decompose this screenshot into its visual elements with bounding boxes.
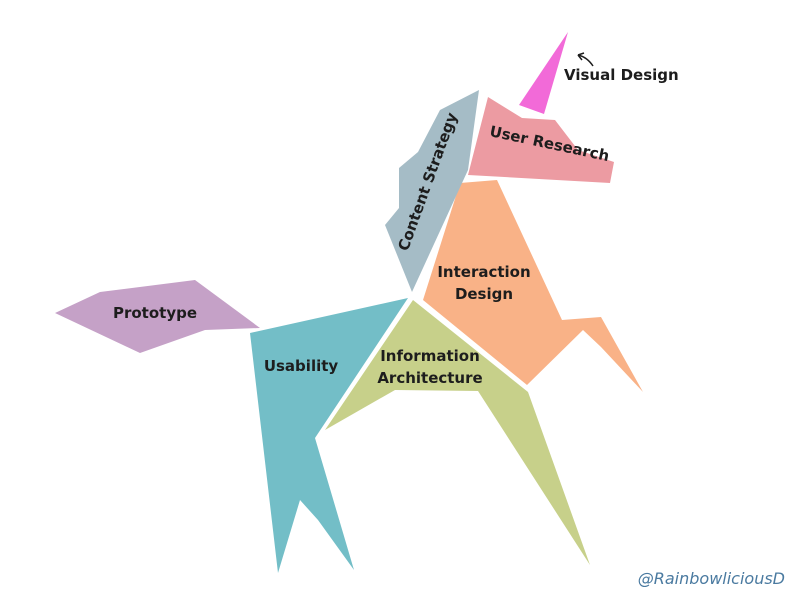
visual-design-arrow-icon	[577, 54, 594, 67]
content-strategy-shape	[385, 90, 479, 292]
user-research-shape	[468, 97, 614, 183]
usability-label: Usability	[264, 357, 339, 375]
prototype-shape	[55, 280, 260, 353]
usability-shape	[250, 298, 408, 573]
visual-design-label: Visual Design	[564, 66, 679, 84]
visual-design-shape	[519, 32, 568, 114]
prototype-label: Prototype	[113, 304, 197, 322]
author-handle: @RainbowliciousD	[638, 569, 785, 588]
information-architecture-shape	[325, 300, 590, 565]
arrow-head-icon	[577, 52, 585, 61]
information-architecture-label-line2: Architecture	[377, 369, 482, 387]
information-architecture-label-line1: Information	[380, 347, 480, 365]
interaction-design-label-line2: Design	[455, 285, 513, 303]
interaction-design-label-line1: Interaction	[437, 263, 530, 281]
interaction-design-shape	[423, 180, 643, 392]
